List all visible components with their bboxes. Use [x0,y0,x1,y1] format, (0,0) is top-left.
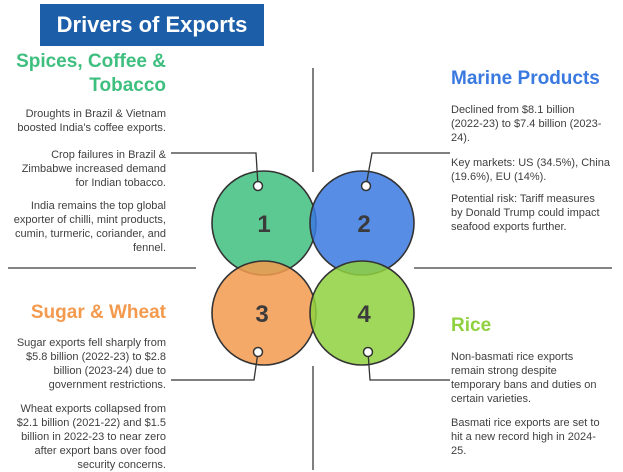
connector-dot-3 [252,346,264,358]
text-line: boosted India's coffee exports. [17,122,166,134]
leader-3 [171,351,259,381]
text-line: by Donald Trump could impact [451,207,600,219]
heading-sugar-wheat: Sugar & Wheat [30,302,166,323]
heading-line: Spices, Coffee & [16,51,166,72]
text-line: seafood exports further. [451,221,567,233]
text-line: after export bans over food [34,445,166,457]
text-line: Key markets: US (34.5%), China [451,157,610,169]
text-line: Zimbabwe increased demand [21,163,166,175]
paragraph-3b: Wheat exports collapsed from $2.1 billio… [8,402,166,472]
leader-4 [367,351,450,381]
leader-2 [365,152,450,187]
text-line: Droughts in Brazil & Vietnam [25,108,166,120]
connector-dot-4 [362,346,374,358]
circle-number-3: 3 [255,301,268,328]
heading-line: Tobacco [89,75,166,96]
paragraph-2c: Potential risk: Tariff measures by Donal… [451,192,619,234]
text-line: government restrictions. [48,379,166,391]
circle-number-4: 4 [357,301,371,328]
paragraph-4a: Non-basmati rice exports remain strong d… [451,350,619,406]
paragraph-2a: Declined from $8.1 billion (2022-23) to … [451,103,619,145]
page-title: Drivers of Exports [40,4,264,46]
paragraph-4b: Basmati rice exports are set to hit a ne… [451,416,619,458]
text-line: India remains the top global [30,200,166,212]
connector-dot-1 [252,180,264,192]
leader-1 [171,152,259,187]
heading-rice: Rice [451,315,492,336]
text-line: exporter of chilli, mint products, [13,214,166,226]
text-line: Crop failures in Brazil & [51,149,166,161]
text-line: Sugar exports fell sharply from [16,337,166,349]
text-line: Wheat exports collapsed from [20,403,166,415]
text-line: Non-basmati rice exports [451,351,574,363]
text-line: fennel. [132,242,166,254]
circle-number-1: 1 [257,211,270,238]
text-line: Potential risk: Tariff measures [451,193,595,205]
text-line: (2022-23) to $7.4 billion (2023- [451,118,602,130]
text-line: security concerns. [77,459,166,471]
circle-number-2: 2 [357,211,370,238]
text-line: billion (2023-24) due to [53,365,166,377]
paragraph-3a: Sugar exports fell sharply from $5.8 bil… [8,336,166,392]
text-line: $2.1 billion (2021-22) and $1.5 [16,417,166,429]
text-line: Declined from $8.1 billion [451,104,575,116]
text-line: billion in 2022-23 to near zero [21,431,166,443]
text-line: 25. [451,445,467,457]
paragraph-2b: Key markets: US (34.5%), China (19.6%), … [451,156,619,184]
text-line: certain varieties. [451,393,532,405]
text-line: for Indian tobacco. [75,177,166,189]
paragraph-1b: Crop failures in Brazil & Zimbabwe incre… [8,148,166,190]
paragraph-1c: India remains the top global exporter of… [8,199,166,255]
text-line: cumin, turmeric, coriander, and [14,228,166,240]
heading-spices-coffee-tobacco: Spices, Coffee & Tobacco [10,50,166,98]
text-line: temporary bans and duties on [451,379,597,391]
text-line: remain strong despite [451,365,557,377]
circle-4 [309,260,415,366]
text-line: 24). [451,132,470,144]
heading-marine-products: Marine Products [451,68,600,89]
text-line: hit a new record high in 2024- [451,431,596,443]
text-line: Basmati rice exports are set to [451,417,600,429]
text-line: $5.8 billion (2022-23) to $2.8 [25,351,166,363]
paragraph-1a: Droughts in Brazil & Vietnam boosted Ind… [8,107,166,135]
connector-dot-2 [360,180,372,192]
text-line: (19.6%), EU (14%). [451,171,547,183]
